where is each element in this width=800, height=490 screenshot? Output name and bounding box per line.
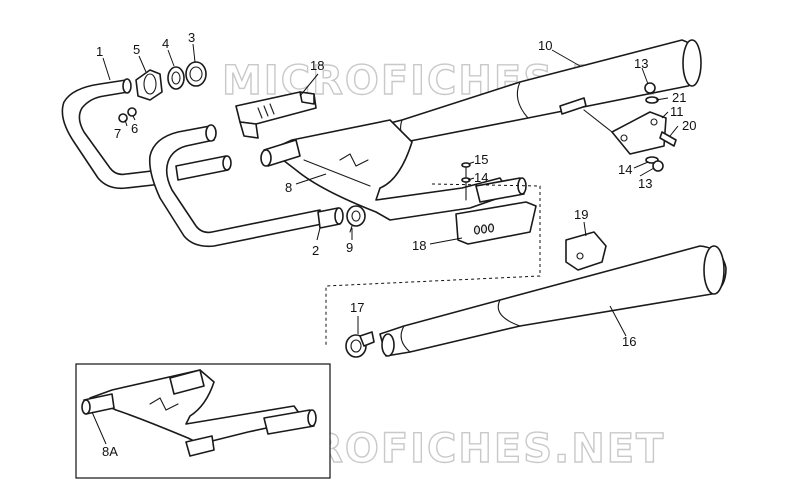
callout-2: 2	[312, 243, 319, 258]
inset-panel	[75, 363, 331, 479]
callout-19: 19	[574, 207, 588, 222]
plate-19	[565, 231, 607, 271]
callout-21: 21	[672, 90, 686, 105]
callout-18-bottom: 18	[412, 238, 426, 253]
callout-10: 10	[538, 38, 552, 53]
callout-16: 16	[622, 334, 636, 349]
bolt-15	[461, 162, 471, 201]
callout-5: 5	[133, 42, 140, 57]
callout-3: 3	[188, 30, 195, 45]
callout-1: 1	[96, 44, 103, 59]
callout-8a: 8A	[102, 444, 118, 459]
nut-washer-6-7	[118, 107, 137, 123]
callout-14-center: 14	[474, 170, 488, 185]
tab-link-line	[583, 109, 613, 133]
callout-17: 17	[350, 300, 364, 315]
callout-11: 11	[670, 104, 684, 119]
crossover-pipe	[260, 119, 527, 221]
flange-ring-5	[135, 69, 163, 101]
lower-bracket	[455, 201, 537, 245]
clamp-17	[345, 331, 375, 358]
callout-14-right: 14	[618, 162, 632, 177]
bolt-20	[659, 131, 677, 147]
callout-18-top: 18	[310, 58, 324, 73]
header-pipe-right	[148, 124, 344, 248]
callout-15: 15	[474, 152, 488, 167]
flange-nut-4	[167, 66, 185, 90]
lower-muffler	[379, 245, 727, 357]
mounting-plate-11	[611, 111, 667, 155]
callout-8: 8	[285, 180, 292, 195]
gasket-3	[185, 61, 207, 87]
callout-7: 7	[114, 126, 121, 141]
nut-13-bottom	[652, 160, 664, 172]
upper-bracket	[235, 91, 317, 139]
clamp-9	[346, 205, 366, 233]
callout-13-top: 13	[634, 56, 648, 71]
callout-9: 9	[346, 240, 353, 255]
callout-20: 20	[682, 118, 696, 133]
muffler-tab-upper	[559, 97, 587, 115]
nut-13-top	[644, 82, 656, 94]
callout-4: 4	[162, 36, 169, 51]
callout-13-bottom: 13	[638, 176, 652, 191]
leader-lines	[91, 43, 679, 445]
assembly-outline	[325, 183, 541, 346]
callout-6: 6	[131, 121, 138, 136]
